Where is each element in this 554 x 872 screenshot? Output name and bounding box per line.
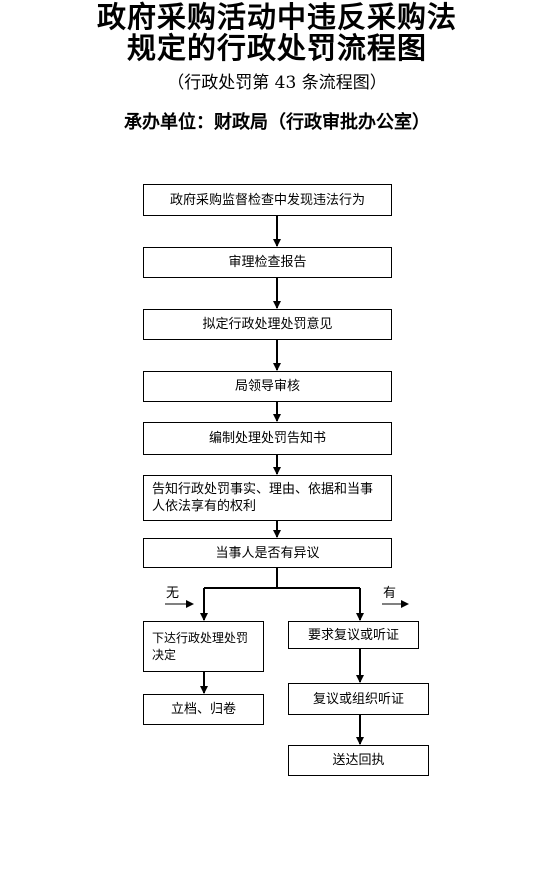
step-draft-opinion: 拟定行政处理处罚意见	[143, 309, 392, 340]
no-step-issue-decision: 下达行政处理处罚决定	[143, 621, 264, 672]
step-objection-decision: 当事人是否有异议	[143, 538, 392, 568]
branch-connector	[204, 568, 278, 589]
step-leader-review: 局领导审核	[143, 371, 392, 402]
step-prepare-notice: 编制处理处罚告知书	[143, 422, 392, 455]
yes-step-delivery-receipt: 送达回执	[288, 745, 429, 776]
branch-yes-label: 有	[383, 586, 397, 601]
step-discover-violation: 政府采购监督检查中发现违法行为	[143, 184, 392, 216]
step-notify-rights: 告知行政处罚事实、理由、依据和当事人依法享有的权利	[143, 475, 392, 521]
branch-no-label: 无	[166, 586, 180, 601]
title-line-1: 政府采购活动中违反采购法	[96, 0, 457, 34]
subtitle: （行政处罚第 43 条流程图）	[167, 73, 387, 93]
step-review-report: 审理检查报告	[143, 247, 392, 278]
no-step-archive: 立档、归卷	[143, 694, 264, 725]
responsible-unit: 承办单位：财政局（行政审批办公室）	[124, 112, 430, 133]
yes-step-request-hearing: 要求复议或听证	[288, 621, 419, 649]
yes-step-organize-hearing: 复议或组织听证	[288, 683, 429, 715]
title-line-2: 规定的行政处罚流程图	[126, 31, 427, 65]
